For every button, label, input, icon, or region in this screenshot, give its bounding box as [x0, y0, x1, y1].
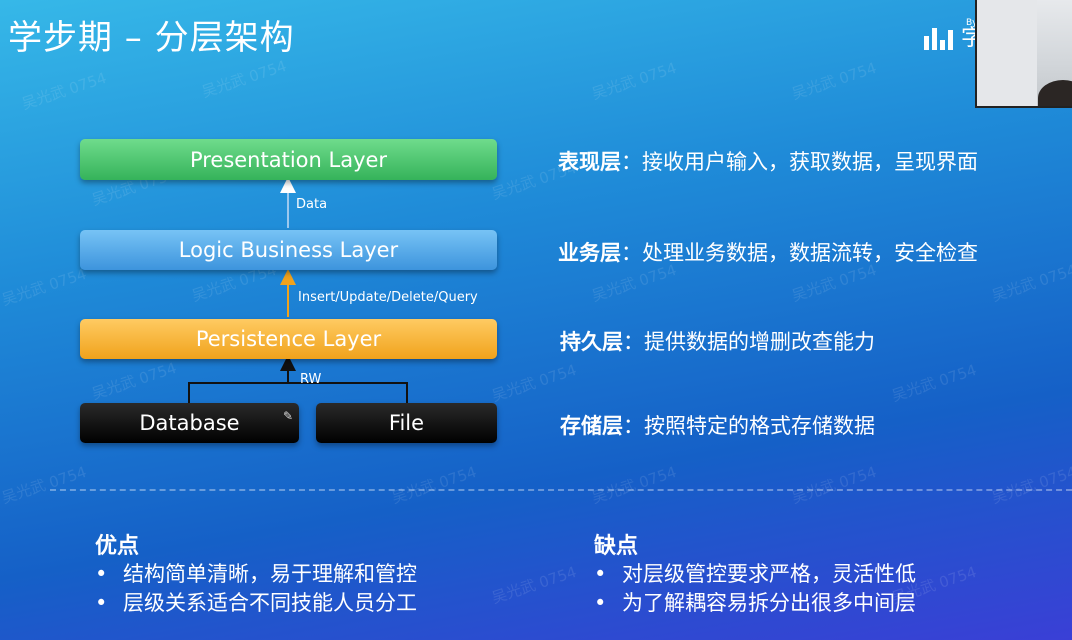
bullet-icon: • — [594, 591, 607, 615]
cons-title: 缺点 — [594, 534, 639, 559]
page-title: 学步期 – 分层架构 — [8, 18, 295, 58]
cons-item-text: 为了解耦容易拆分出很多中间层 — [622, 591, 916, 615]
desc-text: ：提供数据的增删改查能力 — [623, 330, 875, 354]
pros-item: • 层级关系适合不同技能人员分工 — [95, 587, 417, 617]
desc-logic: 业务层：处理业务数据，数据流转，安全检查 — [558, 237, 978, 267]
persistence-layer-label: Persistence Layer — [195, 327, 382, 351]
rw-bracket — [188, 382, 408, 403]
data-label: Data — [296, 197, 328, 212]
presentation-layer-box: Presentation Layer — [80, 139, 497, 180]
database-label: Database — [139, 411, 240, 435]
file-label: File — [388, 411, 425, 435]
desc-text: ：接收用户输入，获取数据，呈现界面 — [621, 150, 978, 174]
desc-term: 持久层 — [560, 330, 623, 354]
logic-layer-box: Logic Business Layer — [80, 230, 497, 270]
logo-by-text: By — [966, 18, 978, 28]
section-divider — [50, 489, 1072, 491]
desc-text: ：处理业务数据，数据流转，安全检查 — [621, 241, 978, 265]
file-box: File — [316, 403, 497, 443]
rw-label: RW — [300, 372, 322, 387]
desc-term: 存储层 — [560, 414, 623, 438]
presentation-layer-label: Presentation Layer — [189, 147, 388, 172]
cons-item: • 对层级管控要求严格，灵活性低 — [594, 558, 916, 588]
desc-term: 表现层 — [558, 150, 621, 174]
cons-item: • 为了解耦容易拆分出很多中间层 — [594, 587, 916, 617]
desc-text: ：按照特定的格式存储数据 — [623, 414, 875, 438]
pros-title: 优点 — [95, 534, 140, 559]
desc-persistence: 持久层：提供数据的增删改查能力 — [560, 326, 875, 356]
webcam-overlay — [975, 0, 1072, 108]
desc-presentation: 表现层：接收用户输入，获取数据，呈现界面 — [558, 146, 978, 176]
pros-item-text: 结构简单清晰，易于理解和管控 — [123, 562, 417, 586]
bullet-icon: • — [95, 562, 108, 586]
webcam-background — [977, 0, 1037, 106]
logic-layer-label: Logic Business Layer — [178, 238, 399, 262]
cons-item-text: 对层级管控要求严格，灵活性低 — [622, 562, 916, 586]
pencil-icon: ✎ — [282, 409, 293, 423]
pros-item: • 结构简单清晰，易于理解和管控 — [95, 558, 417, 588]
bullet-icon: • — [95, 591, 108, 615]
pros-item-text: 层级关系适合不同技能人员分工 — [123, 591, 417, 615]
desc-storage: 存储层：按照特定的格式存储数据 — [560, 410, 875, 440]
bullet-icon: • — [594, 562, 607, 586]
database-box: Database ✎ — [80, 403, 299, 443]
desc-term: 业务层 — [558, 241, 621, 265]
persistence-layer-box: Persistence Layer — [80, 319, 497, 359]
bar-chart-icon — [924, 26, 953, 50]
crud-label: Insert/Update/Delete/Query — [298, 290, 478, 305]
